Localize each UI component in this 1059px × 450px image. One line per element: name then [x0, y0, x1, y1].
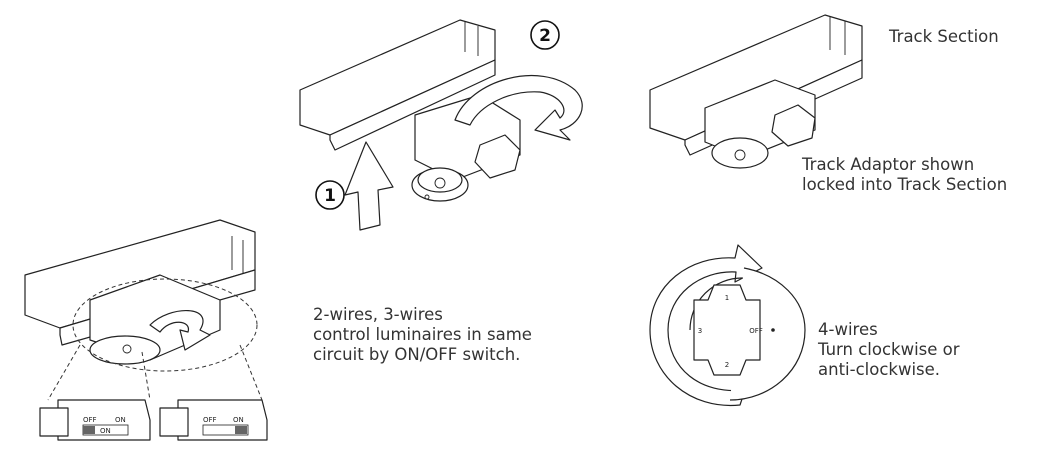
- switch-on-label: ON: [115, 416, 126, 424]
- track-with-switch-illustration: [24, 219, 256, 365]
- four-wires-caption: 4-wires Turn clockwise or anti-clockwise…: [818, 320, 960, 379]
- switch2-on-label: ON: [233, 416, 244, 424]
- switch-position-on: OFF ON ON: [39, 399, 151, 441]
- up-arrow-icon: [344, 141, 394, 231]
- callout-line-mid: [141, 351, 151, 401]
- step-1-badge: 1: [315, 180, 345, 210]
- track-adaptor-illustration-step: [411, 94, 521, 202]
- track-section-illustration-step: [299, 19, 496, 151]
- dial-off-label: OFF: [749, 327, 763, 335]
- dial-position-3: 3: [698, 327, 702, 335]
- rotation-dial-illustration: 1 2 3 OFF: [649, 244, 806, 407]
- callout-line-right: [239, 344, 263, 401]
- track-section-label: Track Section: [889, 27, 999, 46]
- switch-on-slider-label: ON: [100, 427, 111, 435]
- track-adaptor-locked-illustration: [704, 79, 816, 169]
- adaptor-locked-caption: Track Adaptor shown locked into Track Se…: [802, 155, 1008, 194]
- switch-position-off: OFF ON: [159, 399, 268, 441]
- step-1-number: 1: [324, 186, 336, 206]
- switch2-off-label: OFF: [203, 416, 217, 424]
- callout-line-left: [47, 344, 81, 401]
- step-2-number: 2: [539, 26, 551, 46]
- switch-off-label: OFF: [83, 416, 97, 424]
- switch-detail-callout: [72, 278, 258, 372]
- dial-position-2: 2: [725, 361, 729, 369]
- two-three-wires-caption: 2-wires, 3-wires control luminaires in s…: [313, 305, 532, 364]
- rotation-arrow-icon: [454, 75, 583, 141]
- step-2-badge: 2: [530, 20, 560, 50]
- dial-position-1: 1: [725, 294, 729, 302]
